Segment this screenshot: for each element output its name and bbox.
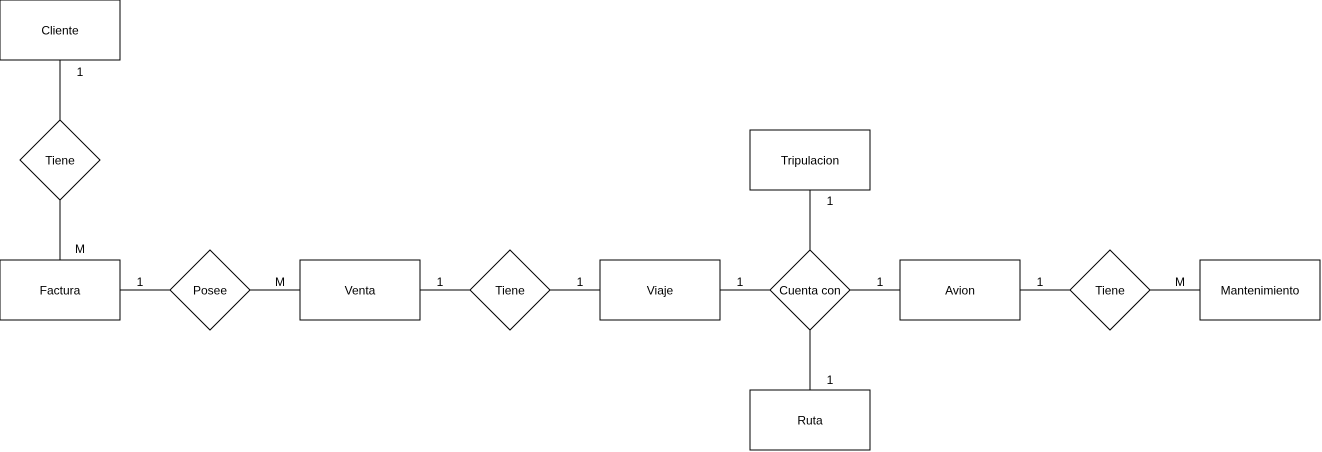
- entity-mantenimiento[interactable]: Mantenimiento: [1199, 259, 1321, 321]
- relationship-cuenta-con[interactable]: Cuenta con: [769, 249, 851, 331]
- entity-label: Cliente: [41, 24, 79, 38]
- relationship-diamond: [469, 249, 551, 331]
- relationship-cliente-factura[interactable]: Tiene: [19, 119, 101, 201]
- relationship-diamond: [769, 249, 851, 331]
- entity-box: [899, 259, 1021, 321]
- entity-box: [0, 259, 121, 321]
- entity-label: Ruta: [797, 414, 823, 428]
- relationship-label: Posee: [193, 284, 227, 298]
- entity-tripulacion[interactable]: Tripulacion: [749, 129, 871, 191]
- relationship-factura-venta[interactable]: Posee: [169, 249, 251, 331]
- entity-label: Venta: [345, 284, 376, 298]
- relationship-avion-mantenimiento[interactable]: Tiene: [1069, 249, 1151, 331]
- entity-box: [749, 129, 871, 191]
- connectors: [59, 60, 1200, 390]
- cardinality-cliente-tiene: 1: [77, 65, 84, 79]
- cardinality-venta-tiene: 1: [437, 275, 444, 289]
- entity-box: [599, 259, 721, 321]
- entity-box: [0, 0, 121, 61]
- relationship-label: Tiene: [45, 154, 75, 168]
- cardinality-viaje-cuenta: 1: [737, 275, 744, 289]
- entity-cliente[interactable]: Cliente: [0, 0, 121, 61]
- entity-label: Mantenimiento: [1221, 284, 1300, 298]
- entity-box: [1199, 259, 1321, 321]
- cardinality-tiene-mantenimiento: M: [1175, 275, 1185, 289]
- cardinalities: 1 M 1 M 1 1 1 1 1 1 1 M: [75, 65, 1185, 387]
- entity-box: [299, 259, 421, 321]
- relationship-diamond: [1069, 249, 1151, 331]
- entity-label: Avion: [945, 284, 975, 298]
- relationship-label: Cuenta con: [779, 284, 840, 298]
- entity-viaje[interactable]: Viaje: [599, 259, 721, 321]
- relationship-diamond: [19, 119, 101, 201]
- cardinality-tiene-viaje: 1: [577, 275, 584, 289]
- relationship-label: Tiene: [1095, 284, 1125, 298]
- relationship-venta-viaje[interactable]: Tiene: [469, 249, 551, 331]
- cardinality-factura-posee: 1: [137, 275, 144, 289]
- cardinality-tiene-factura: M: [75, 242, 85, 256]
- entity-ruta[interactable]: Ruta: [749, 389, 871, 451]
- cardinality-ruta-cuenta: 1: [827, 373, 834, 387]
- entity-venta[interactable]: Venta: [299, 259, 421, 321]
- entity-label: Factura: [40, 284, 81, 298]
- cardinality-tripulacion-cuenta: 1: [827, 194, 834, 208]
- cardinality-cuenta-avion: 1: [877, 275, 884, 289]
- cardinality-posee-venta: M: [275, 275, 285, 289]
- entity-box: [749, 389, 871, 451]
- entity-label: Tripulacion: [781, 154, 839, 168]
- cardinality-avion-tiene: 1: [1037, 275, 1044, 289]
- relationship-diamond: [169, 249, 251, 331]
- entity-label: Viaje: [647, 284, 674, 298]
- relationship-label: Tiene: [495, 284, 525, 298]
- entity-avion[interactable]: Avion: [899, 259, 1021, 321]
- entity-factura[interactable]: Factura: [0, 259, 121, 321]
